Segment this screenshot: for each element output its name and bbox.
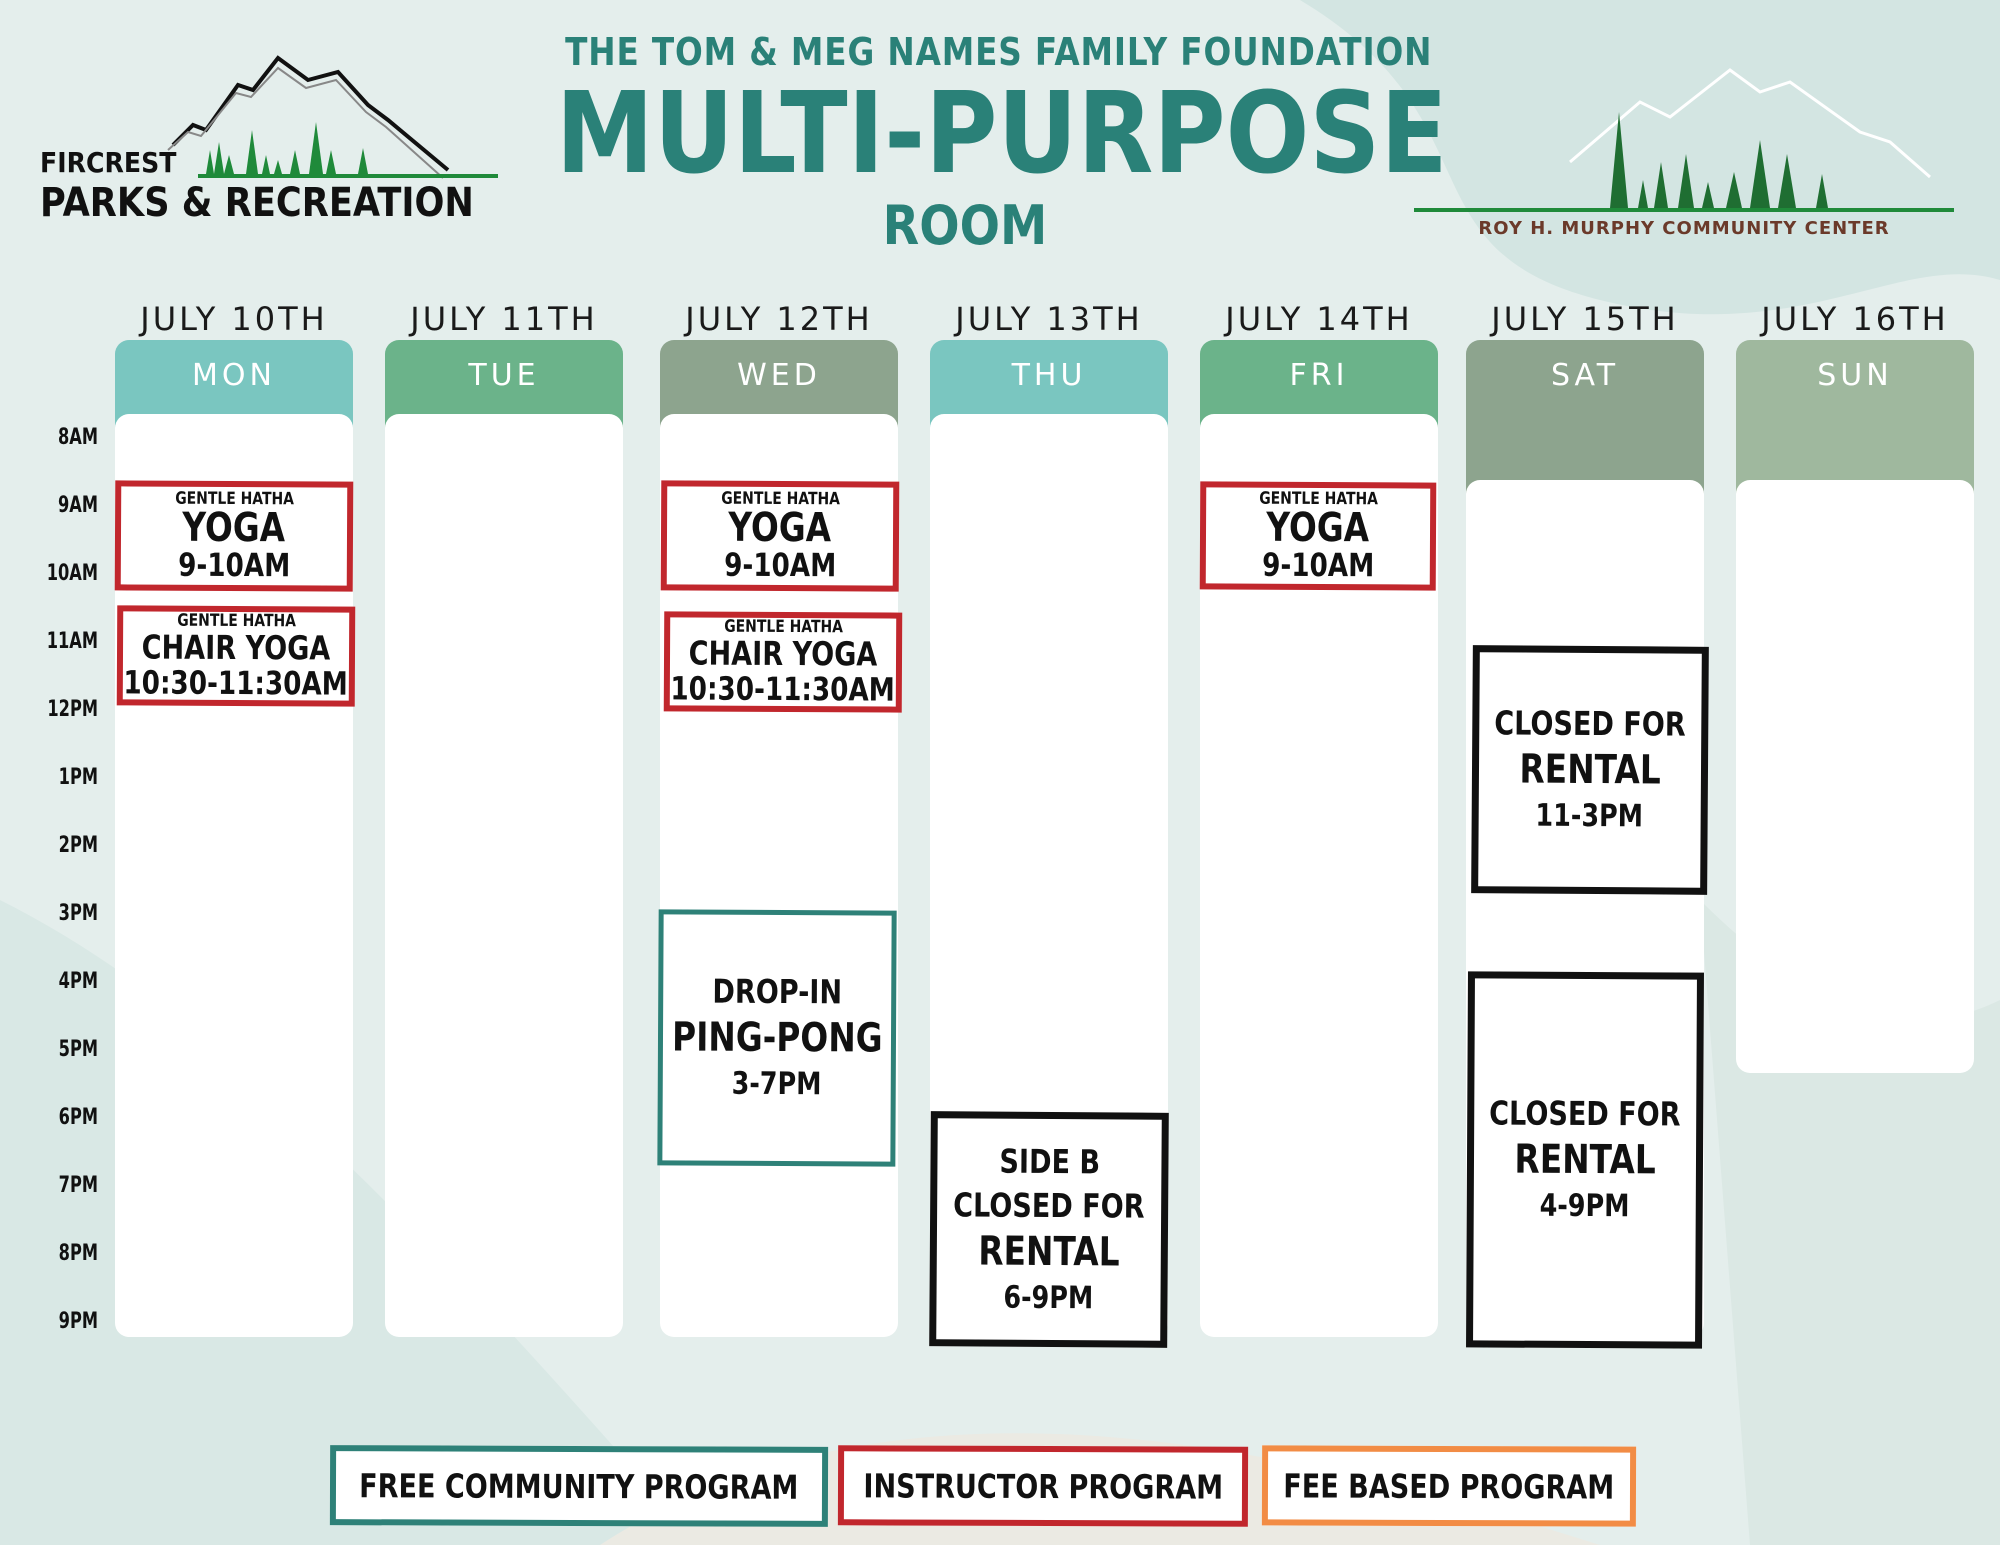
time-label: 7PM bbox=[58, 1173, 98, 1198]
time-label: 10AM bbox=[46, 561, 98, 586]
event-time: 6-9PM bbox=[1003, 1279, 1094, 1316]
event-wed-ping-pong[interactable]: DROP-IN PING-PONG 3-7PM bbox=[657, 909, 897, 1167]
event-line: CLOSED FOR bbox=[1489, 1093, 1682, 1134]
day-header-sat: SAT bbox=[1466, 340, 1704, 500]
legend-free-community: FREE COMMUNITY PROGRAM bbox=[329, 1445, 829, 1527]
time-label: 6PM bbox=[58, 1105, 98, 1130]
time-label: 12PM bbox=[47, 697, 98, 722]
time-label: 8PM bbox=[58, 1241, 98, 1266]
legend-label: FEE BASED PROGRAM bbox=[1283, 1465, 1615, 1507]
mountain-trees-icon bbox=[1414, 68, 1954, 212]
day-body-sun bbox=[1736, 480, 1974, 1073]
day-date: JULY 13TH bbox=[955, 300, 1143, 338]
time-label: 11AM bbox=[46, 629, 98, 654]
day-date: JULY 14TH bbox=[1225, 300, 1413, 338]
event-title: RENTAL bbox=[1519, 746, 1661, 794]
event-fri-yoga[interactable]: GENTLE HATHA YOGA 9-10AM bbox=[1199, 481, 1437, 591]
event-title: CHAIR YOGA bbox=[141, 627, 331, 668]
event-time: 11-3PM bbox=[1535, 797, 1644, 835]
legend-instructor: INSTRUCTOR PROGRAM bbox=[837, 1445, 1249, 1527]
event-time: 9-10AM bbox=[177, 545, 290, 585]
event-wed-chair-yoga[interactable]: GENTLE HATHA CHAIR YOGA 10:30-11:30AM bbox=[663, 611, 903, 713]
time-label: 3PM bbox=[58, 901, 98, 926]
room-title: ROOM bbox=[882, 194, 1048, 257]
day-date: JULY 10TH bbox=[140, 300, 328, 338]
event-line: DROP-IN bbox=[712, 971, 843, 1012]
event-time: 9-10AM bbox=[1261, 545, 1374, 585]
parks-recreation-text: PARKS & RECREATION bbox=[40, 180, 474, 226]
day-date: JULY 11TH bbox=[410, 300, 598, 338]
time-label: 1PM bbox=[58, 765, 98, 790]
time-label: 8AM bbox=[57, 425, 98, 450]
time-label: 9PM bbox=[58, 1309, 98, 1334]
day-date: JULY 15TH bbox=[1491, 300, 1679, 338]
mountain-trees-icon bbox=[167, 55, 498, 179]
community-center-name: ROY H. MURPHY COMMUNITY CENTER bbox=[1478, 218, 1890, 239]
event-title: YOGA bbox=[1266, 504, 1370, 552]
event-title: RENTAL bbox=[1514, 1136, 1656, 1184]
fircrest-parks-logo: FIRCREST PARKS & RECREATION bbox=[38, 50, 508, 240]
foundation-title: THE TOM & MEG NAMES FAMILY FOUNDATION bbox=[565, 30, 1433, 74]
event-line: SIDE B bbox=[999, 1141, 1100, 1181]
day-date: JULY 16TH bbox=[1761, 300, 1949, 338]
event-mon-yoga[interactable]: GENTLE HATHA YOGA 9-10AM bbox=[114, 480, 354, 592]
community-center-logo: ROY H. MURPHY COMMUNITY CENTER bbox=[1410, 62, 1960, 252]
event-title: CHAIR YOGA bbox=[688, 633, 878, 674]
event-time: 4-9PM bbox=[1539, 1187, 1630, 1225]
time-label: 2PM bbox=[58, 833, 98, 858]
time-label: 4PM bbox=[58, 969, 98, 994]
event-title: RENTAL bbox=[978, 1228, 1120, 1275]
event-time: 10:30-11:30AM bbox=[123, 663, 349, 703]
event-sat-rental-1[interactable]: CLOSED FOR RENTAL 11-3PM bbox=[1471, 645, 1709, 895]
event-thu-rental[interactable]: SIDE B CLOSED FOR RENTAL 6-9PM bbox=[929, 1111, 1169, 1348]
event-line: CLOSED FOR bbox=[1494, 703, 1687, 744]
day-body-tue bbox=[385, 414, 623, 1337]
legend-label: FREE COMMUNITY PROGRAM bbox=[359, 1465, 799, 1507]
event-time: 9-10AM bbox=[723, 545, 836, 585]
time-label: 9AM bbox=[57, 493, 98, 518]
time-label: 5PM bbox=[58, 1037, 98, 1062]
event-line: CLOSED FOR bbox=[953, 1184, 1145, 1226]
day-date: JULY 12TH bbox=[685, 300, 873, 338]
legend-fee-based: FEE BASED PROGRAM bbox=[1261, 1445, 1637, 1527]
legend-label: INSTRUCTOR PROGRAM bbox=[863, 1465, 1223, 1507]
event-mon-chair-yoga[interactable]: GENTLE HATHA CHAIR YOGA 10:30-11:30AM bbox=[116, 605, 356, 707]
title-block: THE TOM & MEG NAMES FAMILY FOUNDATION MU… bbox=[500, 30, 1448, 257]
event-wed-yoga[interactable]: GENTLE HATHA YOGA 9-10AM bbox=[660, 480, 900, 592]
event-title: YOGA bbox=[182, 504, 286, 552]
event-title: PING-PONG bbox=[671, 1014, 883, 1062]
event-time: 10:30-11:30AM bbox=[670, 669, 896, 709]
main-title: MULTI-PURPOSE bbox=[555, 69, 1448, 199]
fircrest-text: FIRCREST bbox=[40, 146, 177, 179]
event-time: 3-7PM bbox=[731, 1065, 822, 1103]
day-header-sun: SUN bbox=[1736, 340, 1974, 500]
event-sat-rental-2[interactable]: CLOSED FOR RENTAL 4-9PM bbox=[1466, 971, 1704, 1349]
event-title: YOGA bbox=[728, 504, 832, 552]
